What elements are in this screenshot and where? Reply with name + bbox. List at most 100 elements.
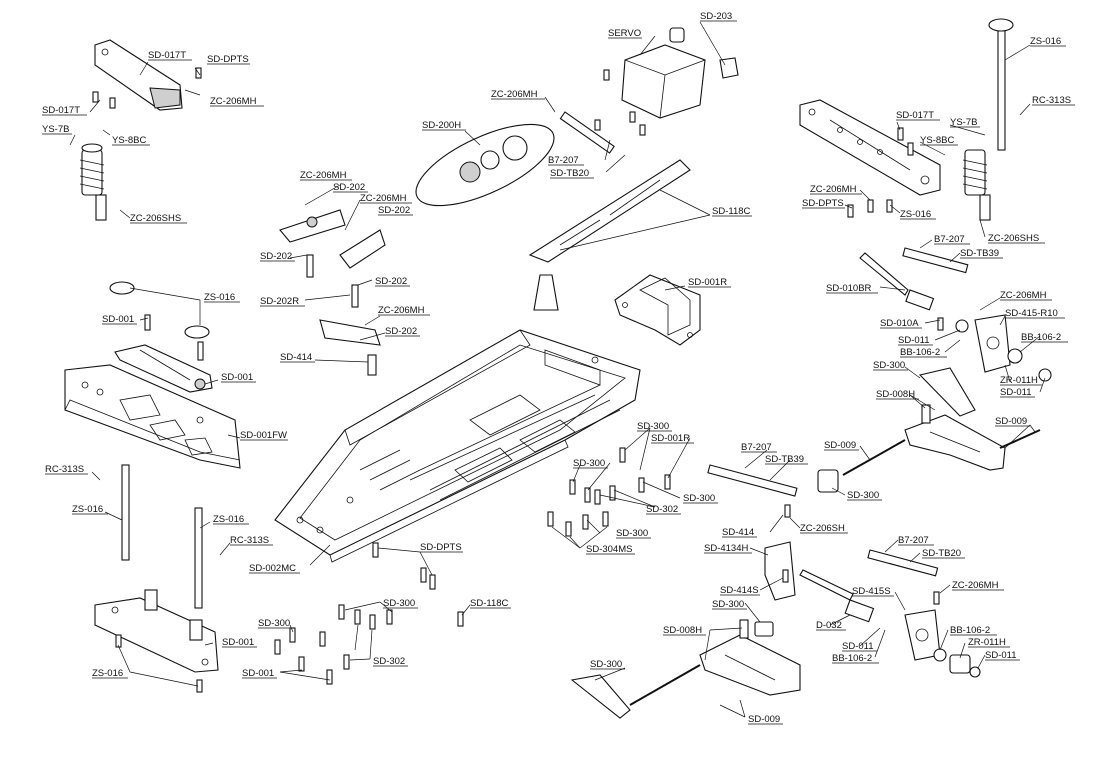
label-zs-016-e: ZS-016: [900, 209, 931, 220]
label-sd-010br: SD-010BR: [826, 283, 872, 294]
label-sd-009-b: SD-009: [824, 440, 856, 451]
label-sd-4134h: SD-4134H: [704, 543, 748, 554]
steering-block-part: [764, 469, 839, 601]
label-sd-304ms: SD-304MS: [586, 544, 632, 555]
label-ys-8bc-left: YS-8BC: [112, 135, 146, 146]
label-b7-207-c: B7-207: [741, 442, 772, 453]
label-zc-206mh-c: ZC-206MH: [300, 170, 347, 181]
label-sd-202-b: SD-202: [378, 205, 410, 216]
screw-parts: [92, 67, 944, 693]
servo-part: [621, 27, 739, 119]
label-sd-001-a: SD-001: [102, 314, 134, 325]
label-sd-017t-right: SD-017T: [896, 110, 934, 121]
label-sd-300-g: SD-300: [847, 490, 879, 501]
label-sd-008h-b: SD-008H: [663, 625, 702, 636]
steering-link-part: [528, 159, 691, 311]
label-sd-dpts-top: SD-DPTS: [207, 54, 249, 65]
front-bumper-part: [64, 364, 241, 469]
label-zs-016-c: ZS-016: [213, 514, 244, 525]
rear-hub-carrier-part: [955, 314, 1052, 382]
label-sd-dpts-mid: SD-DPTS: [420, 542, 462, 553]
label-zc-206mh-h: ZC-206MH: [952, 580, 999, 591]
label-sd-300-k: SD-300: [258, 618, 290, 629]
label-sd-001-b: SD-001: [221, 372, 253, 383]
label-sd-011-b: SD-011: [1000, 387, 1032, 398]
label-sd-002mc: SD-002MC: [249, 563, 296, 574]
label-sd-118c-a: SD-118C: [712, 206, 751, 217]
label-b7-207-b: B7-207: [934, 234, 965, 245]
label-rc-313s-c: RC-313S: [1032, 95, 1071, 106]
label-sd-414-b: SD-414: [722, 527, 754, 538]
main-chassis-part: [274, 329, 641, 563]
front-shock-tower-part: [94, 39, 183, 111]
label-sd-300-j: SD-300: [383, 598, 415, 609]
leader-lines: [69, 21, 1046, 718]
label-sd-001fw: SD-001FW: [240, 430, 287, 441]
label-sd-001r: SD-001R: [688, 277, 727, 288]
label-zs-016-d: ZS-016: [1030, 36, 1061, 47]
servo-saver-part: [415, 123, 555, 207]
label-sd-017t-left: SD-017T: [42, 105, 80, 116]
label-sd-118c-b: SD-118C: [470, 598, 509, 609]
label-sd-202-c: SD-202: [260, 251, 292, 262]
label-sd-008h-a: SD-008H: [876, 389, 915, 400]
label-servo: SERVO: [608, 28, 641, 39]
label-zr-011h-a: ZR-011H: [1000, 375, 1038, 386]
label-b7-207-a: B7-207: [548, 155, 579, 166]
label-zc-206mh-d: ZC-206MH: [360, 193, 407, 204]
label-sd-011-c: SD-011: [842, 641, 874, 652]
front-brace-part: [114, 344, 213, 393]
label-sd-300-b: SD-300: [637, 421, 669, 432]
label-rc-313s-a: RC-313S: [45, 464, 84, 475]
front-upper-arm-part: [570, 674, 631, 719]
label-d-032: D-032: [816, 620, 842, 631]
label-sd-009-c: SD-009: [748, 714, 780, 725]
label-bb-106-2-a: BB-106-2: [1021, 332, 1061, 343]
label-sd-300-a: SD-300: [873, 360, 905, 371]
label-ys-7b-right: YS-7B: [950, 117, 977, 128]
front-lower-arm-part: [699, 619, 801, 696]
part-labels: SD-017T SD-DPTS ZC-206MH SD-017T YS-7B Y…: [42, 11, 1075, 725]
body-post-parts: [109, 18, 1014, 609]
label-sd-001r-b: SD-001R: [651, 433, 690, 444]
label-zs-016-f: ZS-016: [92, 668, 123, 679]
label-sd-dpts-right: SD-DPTS: [802, 198, 844, 209]
label-zs-016-b: ZS-016: [72, 504, 103, 515]
label-sd-414s: SD-414S: [720, 585, 759, 596]
label-zc-206mh-a: ZC-206MH: [210, 96, 257, 107]
label-zc-206mh-e: ZC-206MH: [378, 305, 425, 316]
driveshaft-parts: [799, 252, 935, 623]
front-knuckle-part: [904, 609, 981, 678]
label-sd-415-r10: SD-415-R10: [1005, 308, 1058, 319]
label-sd-300-i: SD-300: [590, 659, 622, 670]
rear-shock-part: [962, 149, 991, 221]
label-sd-300-e: SD-300: [616, 528, 648, 539]
label-zc-206shs-left: ZC-206SHS: [130, 213, 181, 224]
label-sd-300-d: SD-300: [683, 493, 715, 504]
label-sd-001-d: SD-001: [242, 668, 274, 679]
label-sd-415s: SD-415S: [852, 586, 891, 597]
label-sd-203: SD-203: [700, 11, 732, 22]
label-sd-tb39-b: SD-TB39: [765, 454, 804, 465]
front-shock-part: [79, 143, 107, 221]
steering-bellcrank-parts: [279, 209, 386, 376]
label-zr-011h-b: ZR-011H: [968, 637, 1006, 648]
label-zc-206shs-right: ZC-206SHS: [988, 233, 1039, 244]
label-sd-011-a: SD-011: [898, 335, 930, 346]
label-zc-206mh-f: ZC-206MH: [810, 184, 857, 195]
label-sd-202r: SD-202R: [260, 296, 299, 307]
label-ys-7b-left: YS-7B: [42, 124, 69, 135]
label-sd-tb39-a: SD-TB39: [960, 248, 999, 259]
label-zc-206mh-b: ZC-206MH: [491, 89, 538, 100]
label-sd-011-d: SD-011: [985, 650, 1017, 661]
label-bb-106-2-c: BB-106-2: [950, 625, 990, 636]
label-sd-300-h: SD-300: [712, 599, 744, 610]
turnbuckle-parts: [559, 111, 969, 577]
label-sd-200h: SD-200H: [422, 120, 461, 131]
lower-plate-part: [94, 589, 219, 673]
label-sd-010a: SD-010A: [880, 318, 919, 329]
label-ys-8bc-right: YS-8BC: [920, 135, 954, 146]
rear-upper-arm-part: [918, 367, 976, 417]
